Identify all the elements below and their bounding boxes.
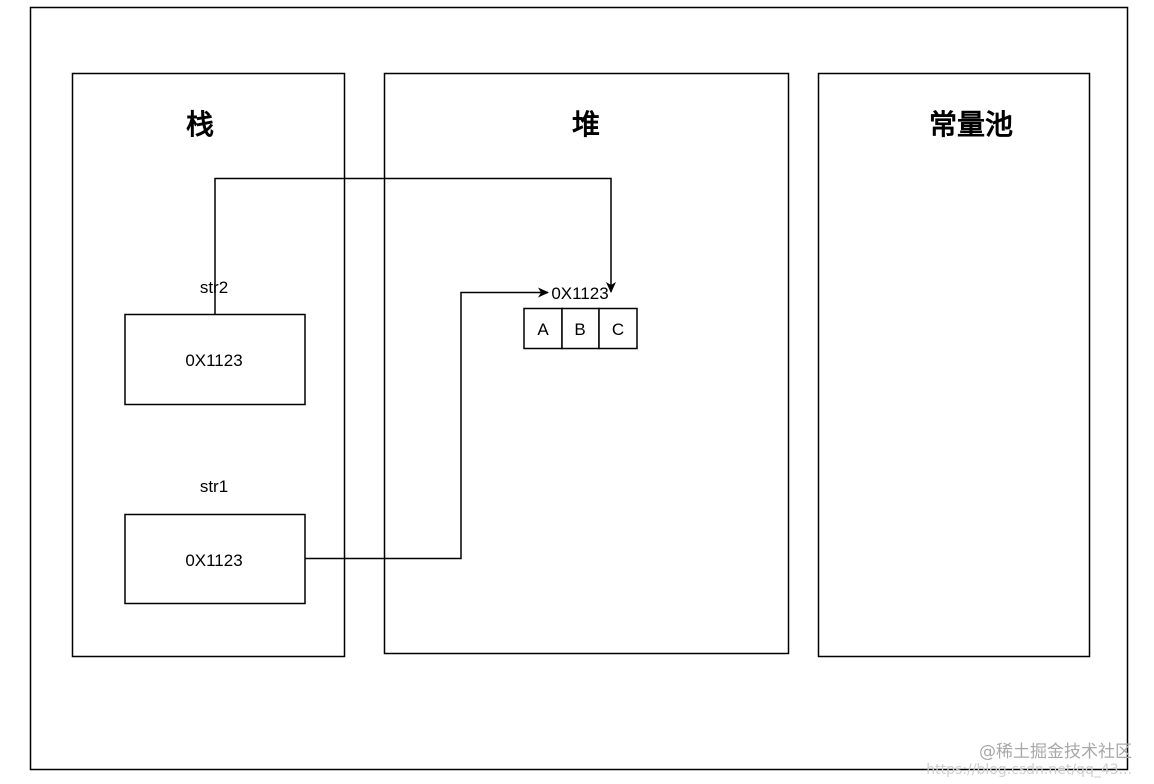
heap-cell-a: A: [537, 320, 549, 339]
constant-pool-region-box: [817, 72, 1091, 658]
heap-cell-c: C: [612, 320, 624, 339]
str1-reference-arrow: [305, 287, 549, 560]
heap-cell-b-box: [561, 307, 600, 350]
constant-pool-region: 常量池: [817, 72, 1091, 658]
str1-box: [124, 513, 306, 605]
stack-region: 栈 str2 0X1123 str1 0X1123: [71, 72, 346, 658]
str2-label: str2: [200, 278, 228, 297]
outer-frame: [29, 6, 1129, 771]
stack-region-box: [71, 72, 346, 658]
heap-object-address: 0X1123: [551, 284, 608, 303]
heap-cell-a-box: [523, 307, 563, 350]
str2-value: 0X1123: [185, 351, 242, 370]
str2-box: [124, 313, 306, 406]
heap-region-box: [383, 72, 790, 655]
heap-cell-c-box: [598, 307, 638, 350]
watermark-url: https://blog.csdn.net/qq_43...: [926, 762, 1132, 778]
heap-object-cells: A B C: [523, 307, 638, 350]
watermark-text: @稀土掘金技术社区: [979, 742, 1132, 762]
heap-region: 堆 0X1123 A B C: [383, 72, 790, 655]
str2-reference-arrow: [214, 177, 616, 314]
str1-value: 0X1123: [185, 551, 242, 570]
str1-label: str1: [200, 477, 228, 496]
stack-title: 栈: [186, 108, 214, 141]
heap-title: 堆: [572, 108, 600, 141]
heap-cell-b: B: [574, 320, 585, 339]
constant-pool-title: 常量池: [929, 108, 1013, 141]
